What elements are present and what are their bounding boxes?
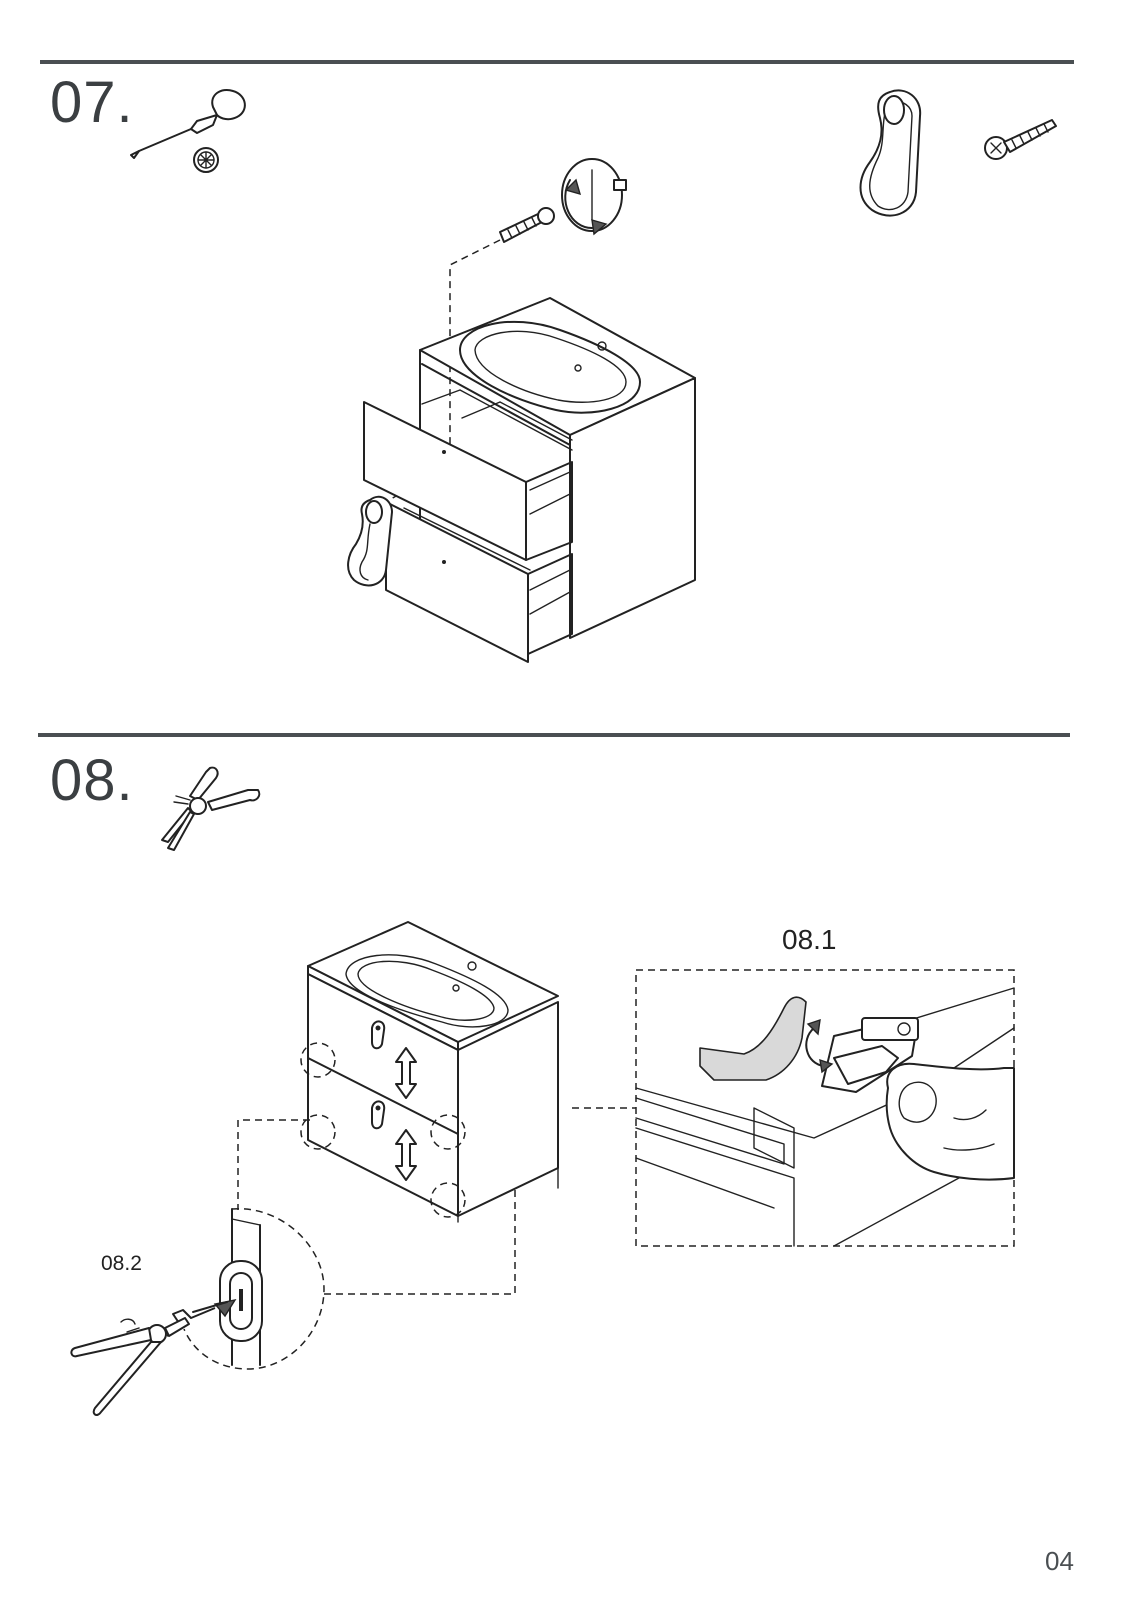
step-number-08: 08. [50,748,134,813]
section-divider-08 [38,733,1070,737]
step-08-cabinet-illustration [300,921,559,1223]
section-divider-07 [40,60,1074,64]
adjust-arrow-icon [395,1047,417,1099]
connector-lines-08-2 [237,1119,516,1295]
detail-label-08-2: 08.2 [101,1252,142,1275]
pliers-pulling-icon [70,1298,237,1416]
adjust-arrow-icon [395,1129,417,1181]
leather-handle-icon [859,89,922,217]
detail-label-08-1: 08.1 [782,924,837,955]
pliers-icon [161,766,261,851]
rotation-arrow-icon [561,158,627,236]
connector-line-08-1 [572,1107,636,1109]
detail-box-08-1 [635,969,1015,1247]
step-07-assembly-illustration [347,158,696,663]
screw-icon [984,119,1057,160]
phillips-screwdriver-icon [130,89,246,159]
detail-circle-08-2 [183,1208,325,1370]
phillips-bit-icon [193,147,219,173]
page-number: 04 [1045,1546,1074,1576]
step-number-07: 07. [50,70,134,135]
